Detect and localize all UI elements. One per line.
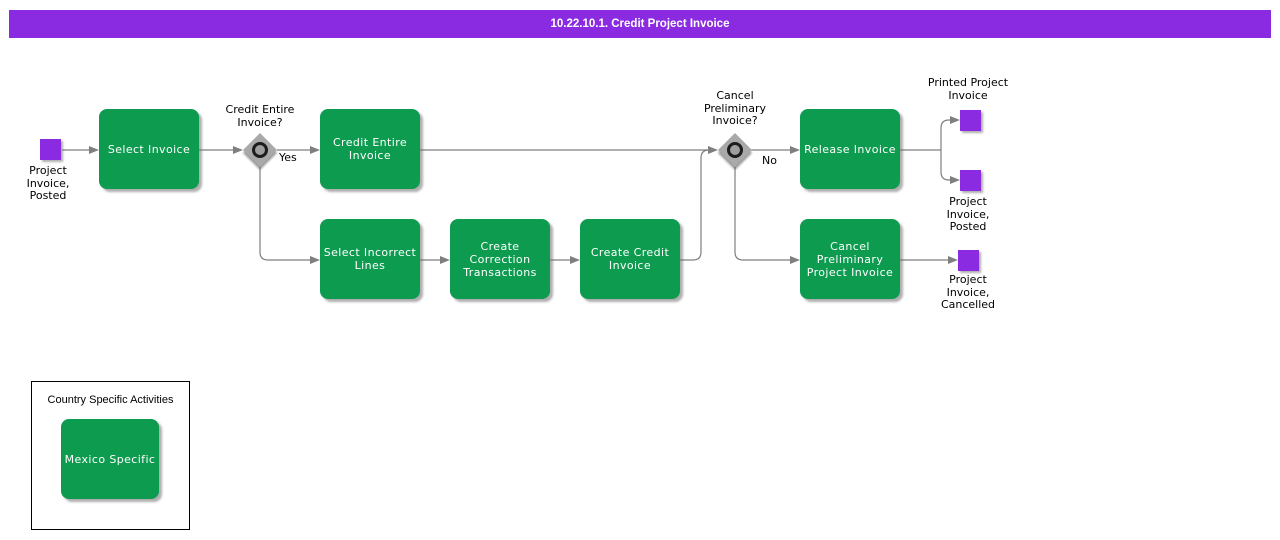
start-event-square bbox=[40, 139, 61, 160]
activity-select-incorrect-lines[interactable]: Select Incorrect Lines bbox=[320, 219, 420, 299]
country-specific-activities-title: Country Specific Activities bbox=[47, 394, 174, 406]
activity-select-invoice[interactable]: Select Invoice bbox=[99, 109, 199, 189]
activity-label: Cancel Preliminary Project Invoice bbox=[806, 239, 894, 279]
activity-mexico-specific[interactable]: Mexico Specific bbox=[61, 419, 159, 499]
activity-label: Credit Entire Invoice bbox=[332, 136, 408, 162]
activity-label: Select Incorrect Lines bbox=[323, 246, 417, 272]
activity-create-credit-invoice[interactable]: Create Credit Invoice bbox=[580, 219, 680, 299]
end-event-project-invoice-cancelled bbox=[958, 250, 979, 271]
gateway-circle-icon bbox=[727, 142, 743, 158]
activity-cancel-preliminary-project-invoice[interactable]: Cancel Preliminary Project Invoice bbox=[800, 219, 900, 299]
gateway-cancel-preliminary-question: Cancel Preliminary Invoice? bbox=[703, 89, 767, 127]
end-event-printed-project-invoice bbox=[960, 110, 981, 131]
branch-label-no: No bbox=[762, 154, 777, 167]
activity-label: Create Credit Invoice bbox=[590, 246, 670, 272]
end-event-project-invoice-posted bbox=[960, 170, 981, 191]
activity-label: Create Correction Transactions bbox=[463, 239, 537, 279]
activity-label: Select Invoice bbox=[107, 142, 191, 156]
diagram-title: 10.22.10.1. Credit Project Invoice bbox=[550, 18, 730, 30]
start-event-label: Project Invoice, Posted bbox=[26, 164, 70, 202]
activity-credit-entire-invoice[interactable]: Credit Entire Invoice bbox=[320, 109, 420, 189]
activity-release-invoice[interactable]: Release Invoice bbox=[800, 109, 900, 189]
gateway-credit-entire-question: Credit Entire Invoice? bbox=[225, 103, 295, 129]
end-event-label-printed-project-invoice: Printed Project Invoice bbox=[927, 76, 1009, 102]
end-event-label-project-invoice-posted: Project Invoice, Posted bbox=[946, 195, 990, 233]
activity-create-correction-transactions[interactable]: Create Correction Transactions bbox=[450, 219, 550, 299]
activity-label: Mexico Specific bbox=[64, 452, 156, 466]
diagram-title-bar: 10.22.10.1. Credit Project Invoice bbox=[9, 10, 1271, 38]
gateway-circle-icon bbox=[252, 142, 268, 158]
activity-label: Release Invoice bbox=[804, 142, 896, 156]
end-event-label-project-invoice-cancelled: Project Invoice, Cancelled bbox=[940, 273, 996, 311]
branch-label-yes: Yes bbox=[279, 151, 297, 164]
